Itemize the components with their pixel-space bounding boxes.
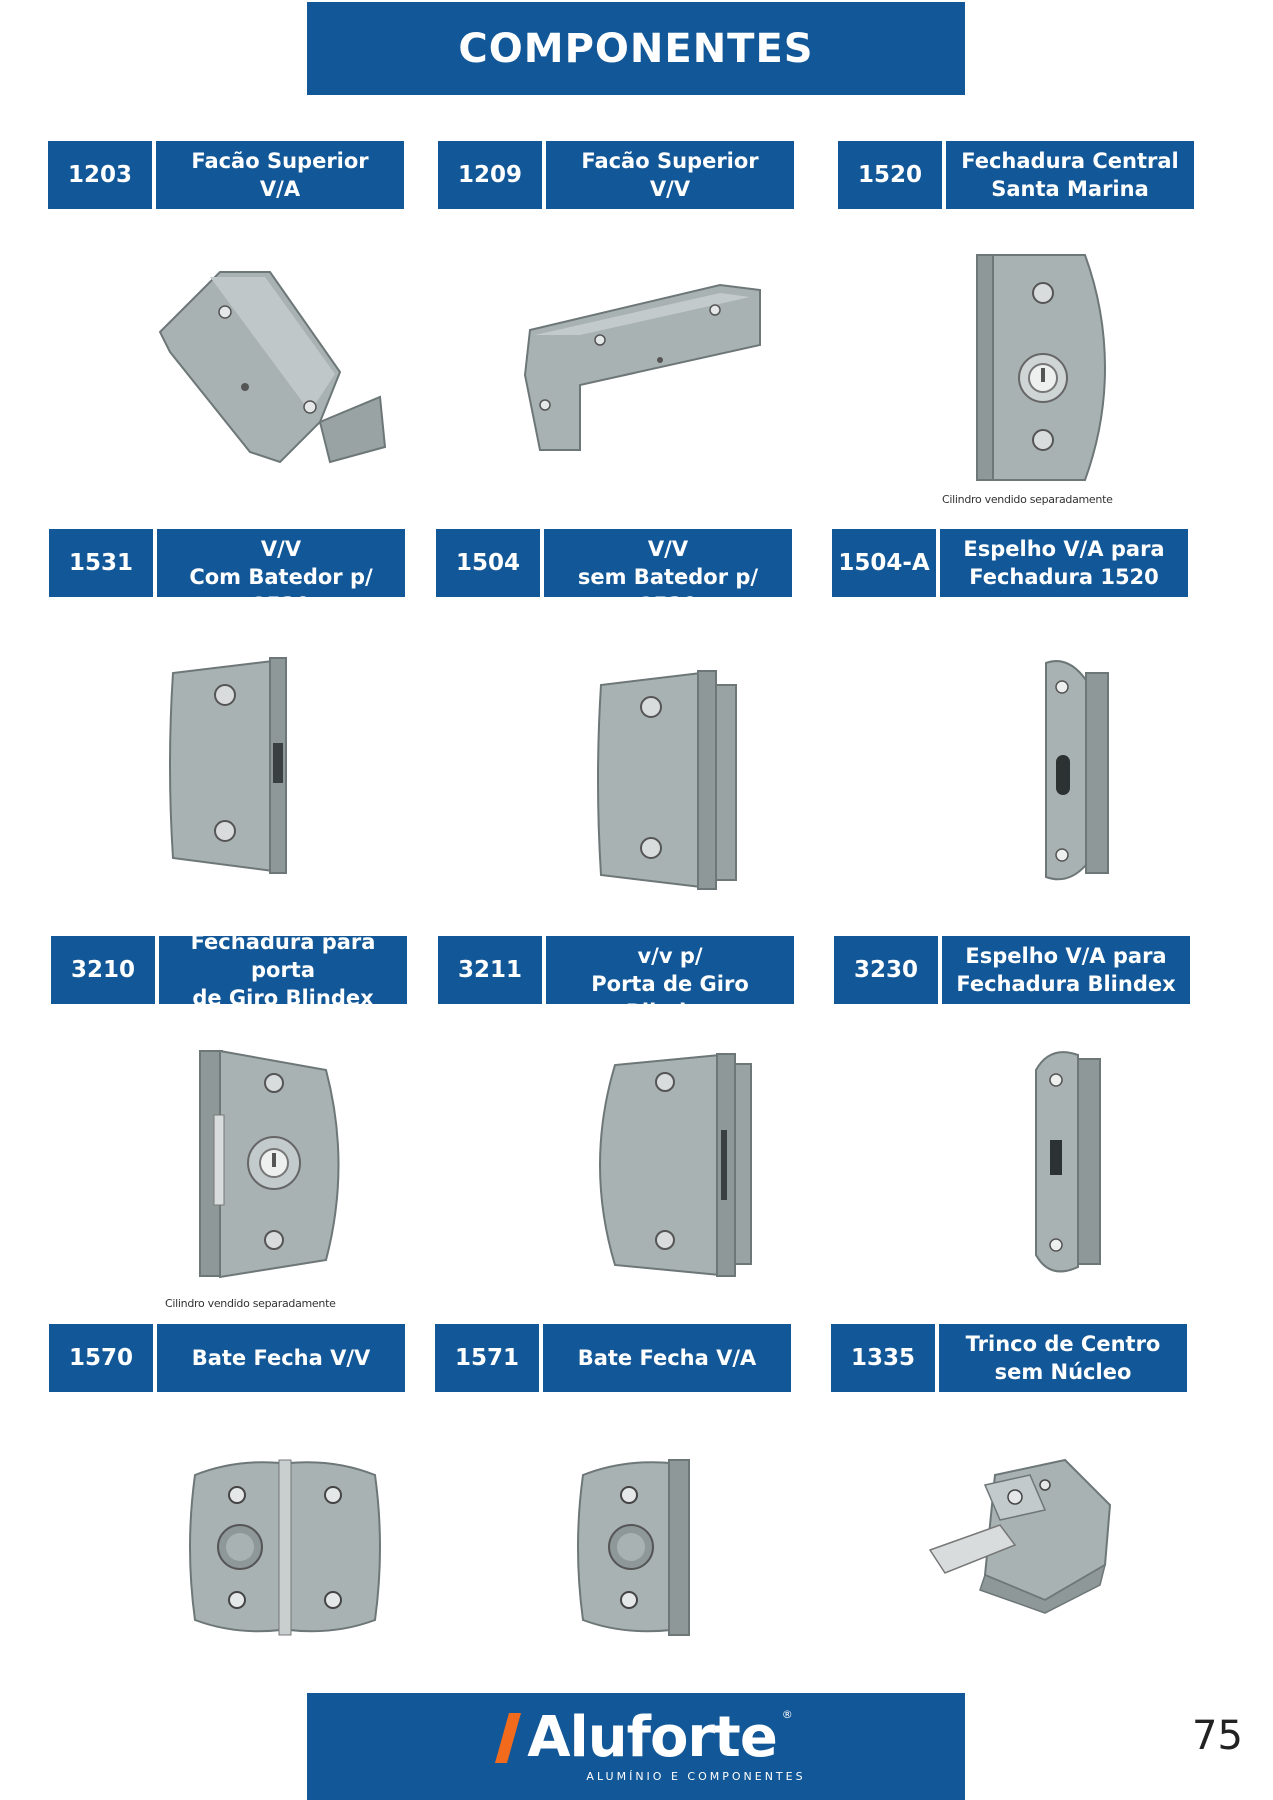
strike-plate-slot-icon (1030, 1045, 1110, 1280)
product-code: 1531 (49, 529, 153, 597)
product-header: 1520 Fechadura Central Santa Marina (838, 141, 1194, 209)
product-name: Trinco de Centro sem Núcleo (939, 1324, 1187, 1392)
product-code: 3211 (438, 936, 542, 1004)
product-header: 1570 Bate Fecha V/V (49, 1324, 405, 1392)
product-name: Contra Fechadura v/v p/ Porta de Giro Bl… (546, 916, 794, 1024)
registered-mark: ® (781, 1708, 793, 1721)
product-header: 1209 Facão Superior V/V (438, 141, 794, 209)
single-latch-icon (573, 1455, 693, 1640)
brand-logo: Aluforte ® (495, 1705, 793, 1770)
product-name: Bate Fecha V/V (157, 1324, 405, 1392)
strike-box-plain-icon (593, 665, 741, 895)
product-name: Contra Fechadura V/V Com Batedor p/ 1520 (157, 509, 405, 617)
product-code: 3210 (51, 936, 155, 1004)
counter-lock-icon (585, 1050, 755, 1280)
product-name: Fechadura para porta de Giro Blindex (159, 930, 407, 1010)
product-header: 1531 Contra Fechadura V/V Com Batedor p/… (49, 509, 405, 617)
strike-plate-icon (1038, 655, 1118, 885)
product-name: Bate Fecha V/A (543, 1324, 791, 1392)
product-code: 1570 (49, 1324, 153, 1392)
product-header: 3230 Espelho V/A para Fechadura Blindex (834, 936, 1190, 1004)
product-name: Facão Superior V/A (156, 141, 404, 209)
brand-name: Aluforte (527, 1705, 778, 1770)
page-title: COMPONENTES (458, 25, 814, 72)
brand-slash-icon (495, 1713, 522, 1763)
product-name: Contra Fechadura V/V sem Batedor p/ 1520 (544, 509, 792, 617)
product-header: 1504-A Espelho V/A para Fechadura 1520 (832, 529, 1188, 597)
product-name: Fechadura Central Santa Marina (946, 141, 1194, 209)
page-title-banner: COMPONENTES (307, 2, 965, 95)
product-header: 1504 Contra Fechadura V/V sem Batedor p/… (436, 509, 792, 617)
door-lock-icon (196, 1045, 356, 1280)
product-header: 3210 Fechadura para porta de Giro Blinde… (51, 930, 407, 1010)
product-code: 1203 (48, 141, 152, 209)
product-code: 1209 (438, 141, 542, 209)
page-number: 75 (1192, 1713, 1243, 1759)
top-patch-angled-icon (150, 262, 390, 467)
product-header: 1571 Bate Fecha V/A (435, 1324, 791, 1392)
product-code: 1504 (436, 529, 540, 597)
product-header: 3211 Contra Fechadura v/v p/ Porta de Gi… (438, 916, 794, 1024)
product-code: 1335 (831, 1324, 935, 1392)
product-name: Facão Superior V/V (546, 141, 794, 209)
strike-box-icon (165, 653, 290, 878)
product-header: 1203 Facão Superior V/A (48, 141, 404, 209)
product-header: 1335 Trinco de Centro sem Núcleo (831, 1324, 1187, 1392)
product-code: 1504-A (832, 529, 936, 597)
center-bolt-icon (925, 1455, 1115, 1615)
product-name: Espelho V/A para Fechadura Blindex (942, 936, 1190, 1004)
product-code: 3230 (834, 936, 938, 1004)
product-name: Espelho V/A para Fechadura 1520 (940, 529, 1188, 597)
central-lock-icon (975, 250, 1110, 485)
product-code: 1520 (838, 141, 942, 209)
brand-banner: Aluforte ® ALUMÍNIO E COMPONENTES (307, 1693, 965, 1800)
product-code: 1571 (435, 1324, 539, 1392)
top-patch-l-icon (520, 275, 765, 455)
brand-tagline: ALUMÍNIO E COMPONENTES (586, 1770, 806, 1783)
cylinder-note: Cilindro vendido separadamente (165, 1297, 336, 1310)
double-latch-icon (185, 1455, 385, 1640)
cylinder-note: Cilindro vendido separadamente (942, 493, 1113, 506)
